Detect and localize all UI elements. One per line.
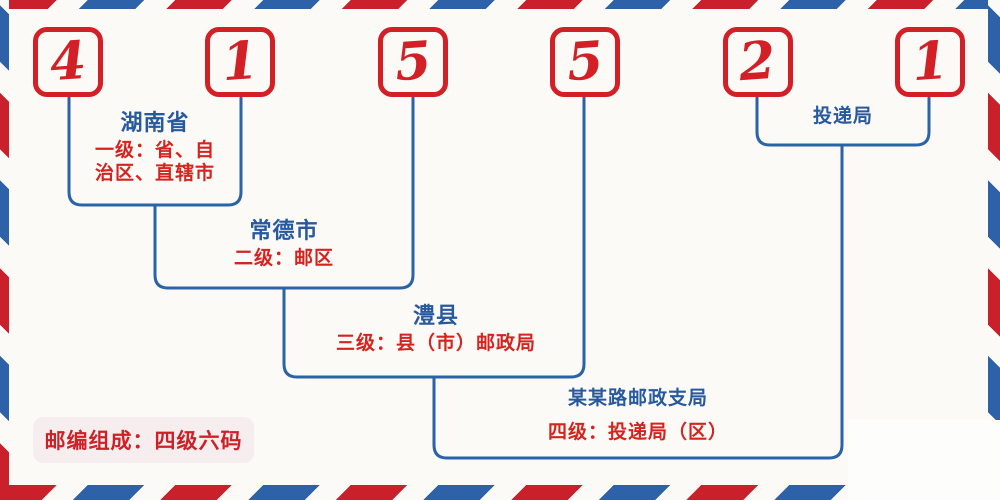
digit-4: 5 — [564, 29, 606, 94]
airmail-border-bottom — [0, 485, 1000, 500]
level2-name: 常德市 — [249, 219, 319, 244]
digit-3: 5 — [392, 29, 433, 94]
delivery-bureau-label: 投递局 — [813, 106, 873, 127]
digit-box-3: 5 — [377, 27, 448, 97]
bottom-right-blank-patch — [848, 420, 1000, 500]
airmail-border-left — [0, 0, 9, 500]
level3-name: 澧县 — [412, 304, 460, 329]
digit-box-6: 1 — [894, 27, 965, 97]
level3-label: 澧县 三级：县（市）邮政局 — [335, 304, 537, 355]
level4-name: 某某路邮政支局 — [567, 387, 709, 409]
digit-box-1: 4 — [33, 27, 103, 97]
digit-box-2: 1 — [205, 27, 276, 97]
footer-badge-text: 邮编组成：四级六码 — [44, 429, 243, 453]
level1-label: 湖南省 一级：省、自 治区、直辖市 — [94, 111, 216, 185]
bracket-delivery — [755, 97, 931, 147]
delivery-bureau-name: 投递局 — [812, 105, 874, 127]
bracket-level4 — [432, 145, 844, 460]
digit-box-5: 2 — [722, 27, 793, 97]
level2-desc: 二级：邮区 — [233, 247, 335, 270]
digit-box-4: 5 — [550, 27, 621, 97]
level4-label: 某某路邮政支局 四级：投递局（区） — [548, 388, 728, 444]
airmail-border-top — [0, 0, 1000, 9]
digit-1: 4 — [47, 29, 89, 94]
level4-desc: 四级：投递局（区） — [547, 420, 729, 443]
level3-desc: 三级：县（市）邮政局 — [335, 332, 537, 355]
airmail-border-right — [988, 0, 1000, 500]
level2-label: 常德市 二级：邮区 — [233, 219, 335, 270]
digit-5: 2 — [737, 29, 778, 94]
digit-6: 1 — [909, 29, 951, 94]
digit-2: 1 — [220, 29, 261, 94]
postal-code-digit-row: 4 1 5 5 2 1 — [33, 27, 965, 97]
footer-badge: 邮编组成：四级六码 — [33, 417, 254, 463]
level1-desc-line2: 治区、直辖市 — [94, 161, 216, 184]
level1-desc-line1: 一级：省、自 — [94, 139, 216, 162]
level1-name: 湖南省 — [120, 111, 190, 136]
